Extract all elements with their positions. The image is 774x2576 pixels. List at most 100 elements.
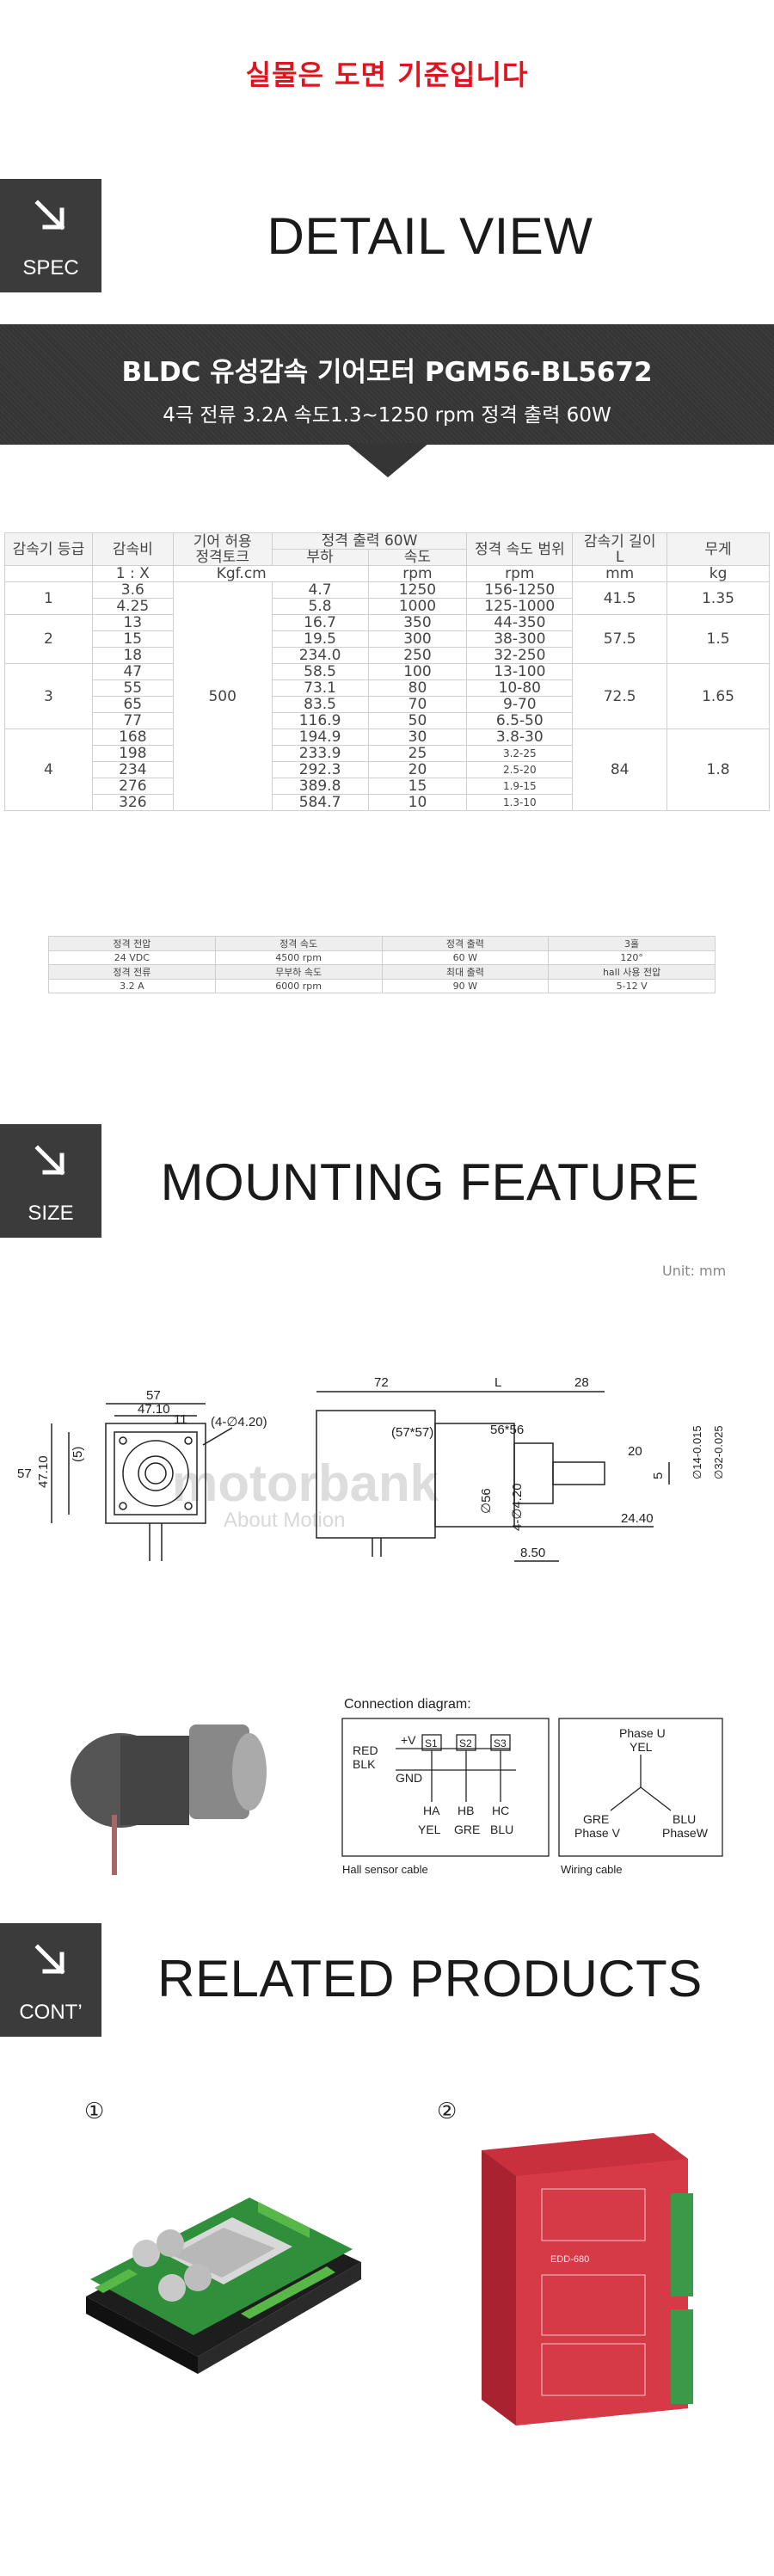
motor-illustration [71, 1725, 267, 1875]
ratio-cell: 47 [91, 663, 174, 680]
ratio-cell: 168 [91, 729, 174, 746]
table-row: 18 234.0 250 32-250 [5, 647, 770, 664]
range-cell: 156-1250 [466, 581, 574, 599]
range-cell: 9-70 [466, 696, 574, 713]
driver-label: EDD-680 [550, 2254, 589, 2265]
rating-value: 60 W [381, 950, 550, 965]
hall-diagram [341, 1718, 550, 1857]
unit-kg: kg [666, 565, 770, 582]
hall-label: S3 [494, 1737, 507, 1749]
torque-cell: 500 [172, 581, 273, 811]
range-cell: 32-250 [466, 647, 574, 664]
table-row: 65 83.5 70 9-70 [5, 696, 770, 713]
mounting-drawing: motorbank About Motion 57 47.10 11 (4-∅4… [17, 1375, 725, 1562]
table-row: 77 116.9 50 6.5-50 [5, 712, 770, 729]
ratio-cell: 276 [91, 778, 174, 795]
speed-cell: 1250 [367, 581, 468, 599]
section-title-related: RELATED PRODUCTS [157, 1950, 703, 2007]
front-view [51, 1403, 233, 1561]
range-cell: 44-350 [466, 614, 574, 631]
ratio-cell: 18 [91, 647, 174, 664]
dim-label: ∅14-0.015 [691, 1425, 703, 1479]
section-title-detail-view: DETAIL VIEW [267, 207, 593, 265]
header-ratio: 감속비 [91, 532, 174, 566]
hall-label: S2 [459, 1737, 472, 1749]
dim-label: 5 [651, 1472, 666, 1479]
product-number: ① [84, 2099, 105, 2124]
banner-subtitle: 4극 전류 3.2A 속도1.3~1250 rpm 정격 출력 60W [163, 404, 611, 427]
section-tag-spec: SPEC [0, 179, 101, 292]
weight-cell: 1.65 [666, 663, 770, 729]
header-speed-range: 정격 속도 범위 [466, 532, 574, 566]
length-cell: 41.5 [572, 581, 668, 615]
wiring-label: PhaseW [662, 1826, 709, 1840]
dim-label: 56*56 [490, 1423, 524, 1437]
units-row: 1 : X Kgf.cm rpm rpm mm kg [4, 565, 770, 582]
dim-label: ∅32-0.025 [712, 1425, 725, 1479]
load-cell: 5.8 [271, 598, 369, 615]
range-cell: 125-1000 [466, 598, 574, 615]
table-row: 198 233.9 25 3.2-25 [5, 745, 770, 762]
unit-ratio: 1 : X [91, 565, 174, 582]
product-image-edd-driver[interactable]: EDD-680 [464, 2124, 722, 2434]
table-row: 326 584.7 10 1.3-10 [5, 794, 770, 811]
hall-label: GND [396, 1771, 422, 1785]
dim-label: 8.50 [520, 1546, 545, 1560]
ratio-cell: 55 [91, 679, 174, 697]
header-torque: 기어 허용 정격토크 [172, 532, 273, 566]
speed-cell: 15 [367, 778, 468, 795]
dim-label: (57*57) [391, 1425, 433, 1440]
length-cell: 84 [572, 729, 668, 811]
header-length: 감속기 길이 L [572, 532, 668, 566]
load-cell: 233.9 [271, 745, 369, 762]
rating-header: 최대 출력 [381, 964, 550, 980]
table-row: 3 47 58.5 100 13-100 72.5 1.65 [4, 663, 770, 729]
rating-value: 6000 rpm [214, 979, 383, 993]
dim-label: 4-∅4.20 [510, 1483, 525, 1531]
product-image-driver-board[interactable] [69, 2159, 378, 2417]
range-cell: 6.5-50 [466, 712, 574, 729]
table-row: 55 73.1 80 10-80 [5, 679, 770, 697]
dim-label: 28 [574, 1375, 589, 1390]
wiring-label: YEL [630, 1740, 653, 1754]
dim-label: 11 [174, 1412, 187, 1427]
tag-label: CONT’ [19, 2001, 83, 2024]
rating-header: 정격 전류 [48, 964, 216, 980]
rating-value: 5-12 V [548, 979, 716, 993]
side-view [316, 1391, 670, 1562]
banner-pointer [347, 443, 429, 477]
ratio-cell: 77 [91, 712, 174, 729]
header-rated-output: 정격 출력 60W [271, 532, 468, 550]
tag-label: SPEC [22, 256, 79, 280]
weight-cell: 1.5 [666, 614, 770, 664]
dim-label: 24.40 [621, 1511, 654, 1526]
load-cell: 73.1 [271, 679, 369, 697]
table-row: 3.2 A 6000 rpm 90 W 5-12 V [48, 979, 716, 993]
table-row: 정격 전압 정격 속도 정격 출력 3홀 [48, 936, 716, 951]
rating-table: 정격 전압 정격 속도 정격 출력 3홀 24 VDC 4500 rpm 60 … [48, 936, 716, 993]
product-banner: BLDC 유성감속 기어모터 PGM56-BL5672 4극 전류 3.2A 속… [0, 324, 774, 445]
load-cell: 4.7 [271, 581, 369, 599]
range-cell: 3.8-30 [466, 729, 574, 746]
range-cell: 3.2-25 [466, 745, 574, 762]
rating-header: 정격 전압 [48, 936, 216, 951]
speed-cell: 50 [367, 712, 468, 729]
header-speed: 속도 [367, 549, 468, 566]
speed-cell: 1000 [367, 598, 468, 615]
arrow-down-right-icon [34, 200, 65, 231]
speed-cell: 70 [367, 696, 468, 713]
load-cell: 389.8 [271, 778, 369, 795]
header-grade: 감속기 등급 [4, 532, 93, 566]
grade-cell: 3 [4, 663, 93, 729]
table-row: 4 168 194.9 30 3.8-30 84 1.8 [4, 729, 770, 811]
tag-label: SIZE [28, 1202, 74, 1225]
dim-label: 47.10 [138, 1402, 170, 1417]
product-number: ② [437, 2099, 458, 2124]
wiring-label: BLU [673, 1812, 696, 1826]
rating-header: hall 사용 전압 [548, 964, 716, 980]
hall-label: +V [401, 1733, 416, 1747]
rating-header: 3홀 [548, 936, 716, 951]
grade-cell: 2 [4, 614, 93, 664]
ratio-cell: 234 [91, 761, 174, 778]
grade-cell: 1 [4, 581, 93, 615]
